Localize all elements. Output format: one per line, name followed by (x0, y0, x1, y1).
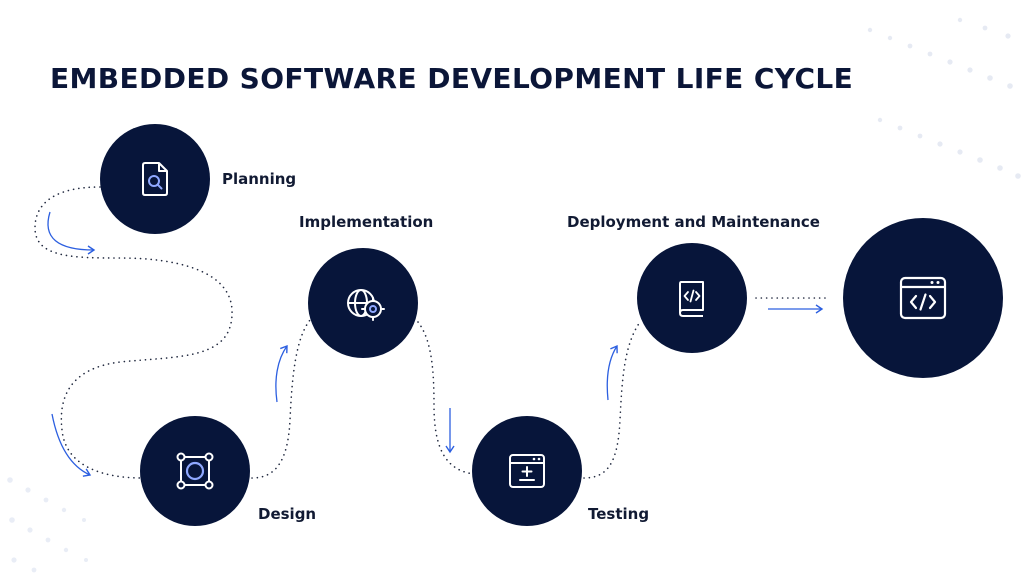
testing-node (472, 416, 582, 526)
design-node (140, 416, 250, 526)
page-title: EMBEDDED SOFTWARE DEVELOPMENT LIFE CYCLE (50, 62, 854, 95)
dotted-path-testing-to-deployment (583, 321, 641, 479)
deployment-node (637, 243, 747, 353)
implementation-label: Implementation (299, 213, 434, 231)
document-search-icon (142, 162, 168, 196)
dotted-path-design-to-implementation (251, 319, 311, 479)
planning-node (100, 124, 210, 234)
dotted-path-planning-to-design (34, 186, 233, 479)
arrow-planning-to-design (47, 211, 96, 255)
result-node (843, 218, 1003, 378)
code-file-icon (679, 281, 704, 317)
globe-gear-icon (347, 289, 385, 321)
implementation-node (308, 248, 418, 358)
dotted-path-implementation-to-testing (417, 321, 475, 475)
deployment-label: Deployment and Maintenance (567, 213, 820, 231)
design-label: Design (258, 505, 317, 523)
window-add-subtract-icon (509, 454, 545, 488)
arrow-testing-to-deployment (606, 344, 618, 401)
decorative-dot-field-right (867, 17, 1021, 179)
decorative-dot-field-left (7, 477, 88, 573)
arrow-design-to-implementation (275, 344, 288, 403)
arrow-into-design (51, 413, 92, 477)
planning-label: Planning (222, 170, 297, 188)
code-window-icon (899, 276, 947, 320)
testing-label: Testing (588, 505, 650, 523)
vector-frame-icon (176, 452, 214, 490)
